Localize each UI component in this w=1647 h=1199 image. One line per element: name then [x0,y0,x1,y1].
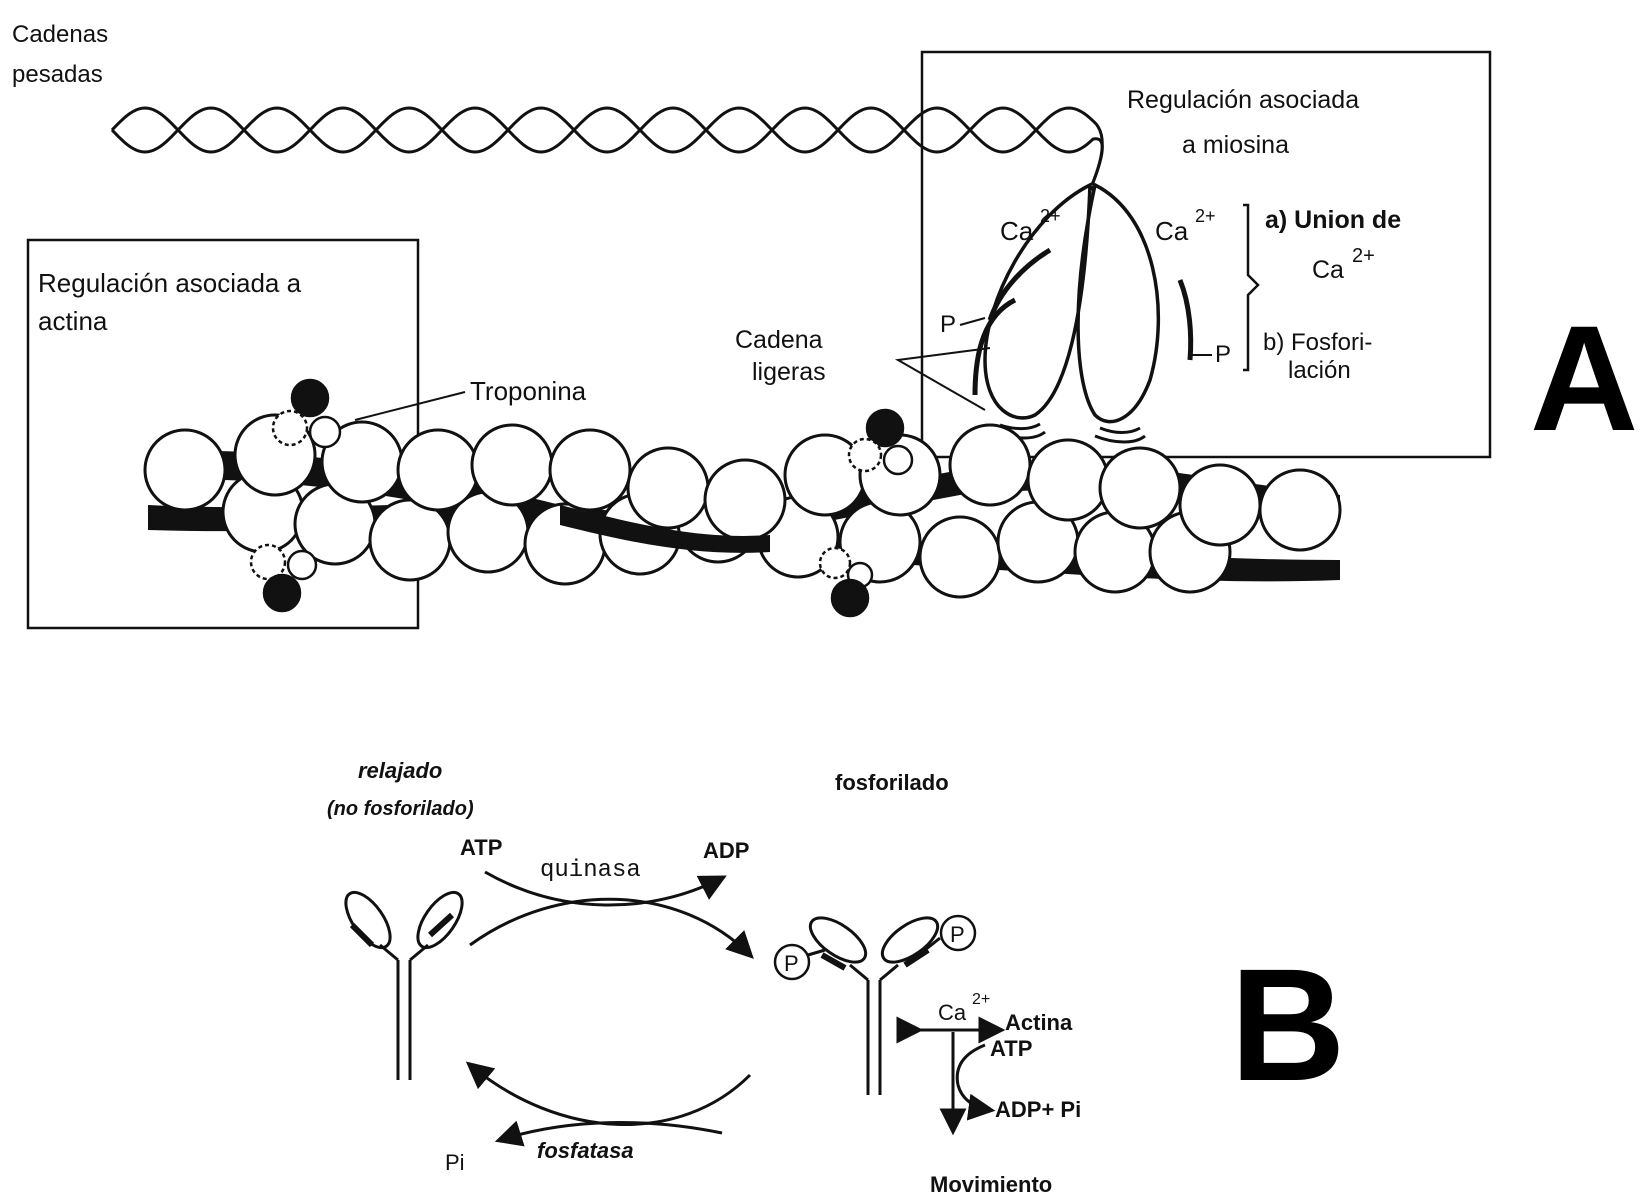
option-a-label: a) Union de [1265,206,1401,234]
movement-label: Movimiento [930,1172,1052,1197]
atp-hydrolysis-arrow [957,1045,990,1110]
light-chains-label: Cadena [735,326,823,354]
phosphate-right: P [941,916,975,950]
ca-left-label: Ca [1000,216,1034,246]
panel-b-letter: B [1230,935,1346,1114]
not-phosph-label: (no fosforilado) [327,798,474,820]
pi-label: Pi [445,1150,465,1175]
svg-text:P: P [784,951,799,976]
option-a-ca: Ca [1312,256,1344,284]
atp-label: ATP [460,835,502,860]
p-left-label: P [940,311,956,338]
option-b-label: b) Fosfori- [1263,329,1372,356]
actin-monomer [1180,465,1260,545]
phosph-label: fosforilado [835,770,949,795]
heavy-chains-label-2: pesadas [12,61,103,88]
ca-right-label: Ca [1155,216,1189,246]
adp-label: ADP [703,838,749,863]
kinase-label: quinasa [540,857,641,884]
actin-monomer [920,517,1000,597]
panel-a: A Cadenas pesadas Regulación asociada a … [12,21,1638,628]
panel-b: B relajado (no fosforilado) fosforilado … [327,758,1346,1197]
actin-monomer [1028,440,1108,520]
heavy-chains-label: Cadenas [12,21,108,48]
ca-b-sup: 2+ [972,991,990,1008]
ca-right-sup: 2+ [1195,206,1216,226]
actin-monomer [1260,470,1340,550]
actin-monomer [550,430,630,510]
actin-monomer [398,430,478,510]
actin-box-title-2: actina [38,306,108,336]
actin-monomer [705,460,785,540]
actin-monomer [1100,448,1180,528]
phosphatase-label: fosfatasa [537,1138,634,1163]
myosin-box-title: Regulación asociada [1127,86,1359,114]
actin-monomer [472,425,552,505]
p-right-label: P [1215,341,1231,368]
panel-a-letter: A [1530,294,1638,462]
actin-box-title: Regulación asociada a [38,268,302,298]
relaxed-myosin [337,885,470,1080]
myosin-box-title-2: a miosina [1182,131,1289,159]
heavy-chain-strand-1 [112,108,1102,185]
option-b-label-2: lación [1288,357,1351,384]
light-chains-label-2: ligeras [752,358,826,386]
troponin-label: Troponina [470,376,587,406]
kinase-arrow-lower [470,899,750,955]
option-a-ca-sup: 2+ [1352,245,1375,267]
atp-b-label: ATP [990,1036,1032,1061]
actin-monomer [145,430,225,510]
phosphorylated-myosin [803,909,945,1095]
actin-monomer [950,425,1030,505]
actin-monomer [370,500,450,580]
options-brace [1243,205,1258,370]
phosphate-left: P [775,945,809,979]
actin-monomer [628,448,708,528]
svg-text:P: P [950,922,965,947]
actin-b-label: Actina [1005,1010,1073,1035]
troponin-pointer [355,392,465,420]
p-left-line [960,318,985,325]
heavy-chain-helix [112,108,1102,185]
ca-left-sup: 2+ [1040,206,1061,226]
relaxed-label: relajado [358,758,442,783]
phosphatase-arrow-upper [470,1065,750,1125]
ca-b-label: Ca [938,1000,967,1025]
adp-pi-label: ADP+ Pi [995,1097,1081,1122]
